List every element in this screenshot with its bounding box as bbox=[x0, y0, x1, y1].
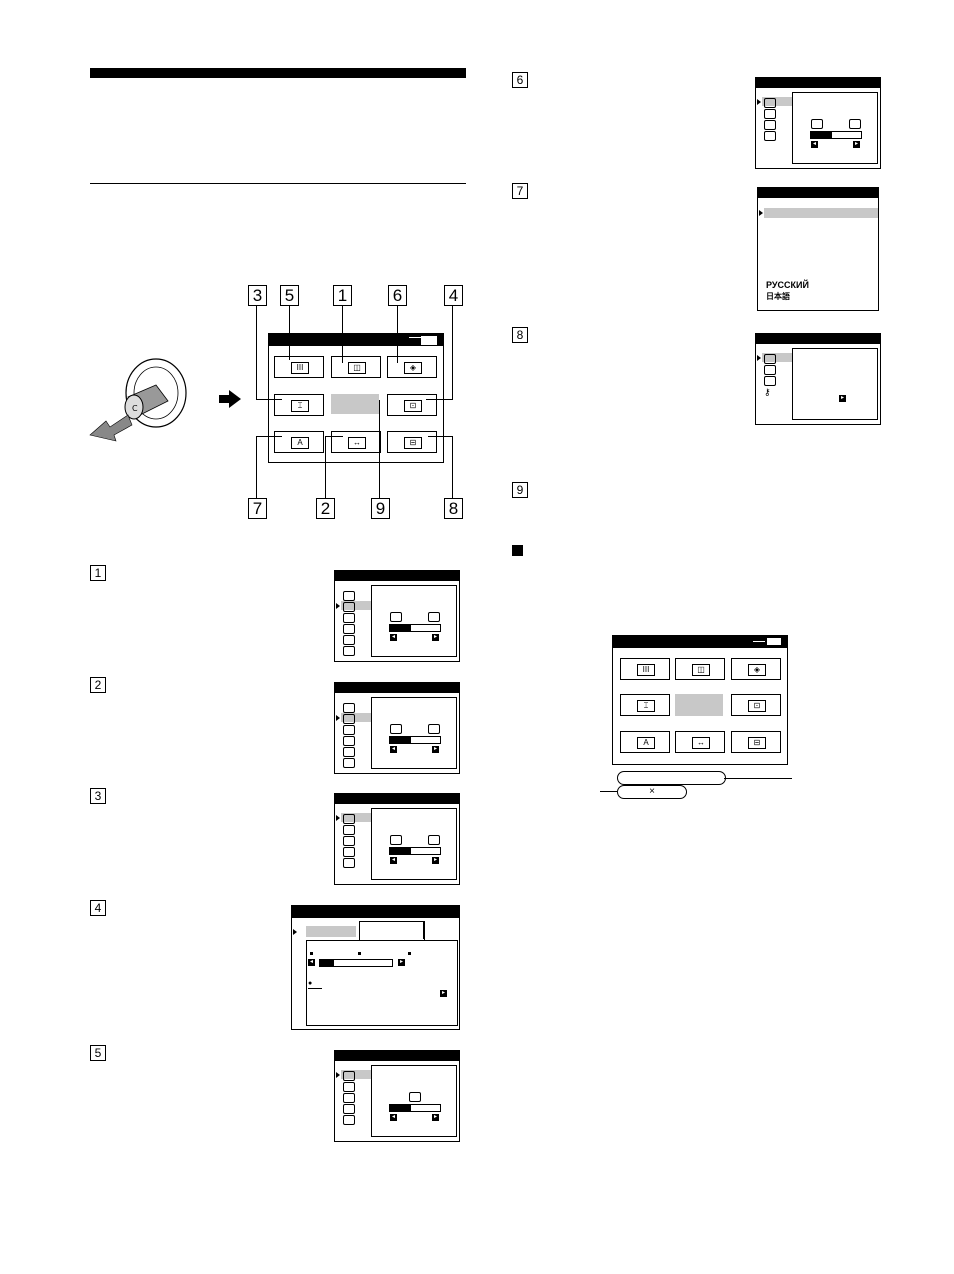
hsize-menu-screen: ◂ ▸ bbox=[334, 682, 460, 774]
cancel-pill[interactable]: × bbox=[617, 785, 687, 799]
color-slider-fill bbox=[320, 960, 335, 966]
key-icon: ⚷ bbox=[764, 387, 771, 397]
item-number-8: 8 bbox=[512, 327, 528, 343]
size-menu-screen: ◂ ▸ bbox=[755, 77, 881, 169]
main-menu-screen-2: III ◫ ◈ ⌶ ⊡ A ↔ ⊟ bbox=[612, 635, 788, 765]
geometry-menu-screen: ◂ ▸ bbox=[334, 793, 460, 885]
menu2-tile-hsize[interactable]: ↔ bbox=[675, 731, 725, 753]
item-number-3: 3 bbox=[90, 788, 106, 804]
color-icon: III bbox=[637, 664, 655, 676]
callout-4: 4 bbox=[444, 285, 463, 306]
option-menu-screen: ⚷ ▸ bbox=[755, 333, 881, 425]
convergence-icon: ⊡ bbox=[404, 400, 422, 412]
menu-tile-exit[interactable] bbox=[331, 394, 379, 414]
color-icon: III bbox=[291, 362, 309, 374]
hsize-icon: ↔ bbox=[692, 737, 710, 749]
menu-tile-center[interactable]: ◫ bbox=[331, 356, 381, 378]
callout-6: 6 bbox=[388, 285, 407, 306]
section-header-bar bbox=[90, 68, 466, 78]
geometry-icon: ⌶ bbox=[291, 400, 309, 412]
callout-5: 5 bbox=[280, 285, 299, 306]
menu-tile-geometry[interactable]: ⌶ bbox=[274, 394, 324, 416]
item-number-2: 2 bbox=[90, 677, 106, 693]
menu-tile-lang[interactable]: A bbox=[274, 431, 324, 453]
menu-tile-option[interactable]: ⊟ bbox=[387, 431, 437, 453]
brightness-slider-fill bbox=[390, 1105, 411, 1111]
item-number-1: 1 bbox=[90, 565, 106, 581]
item-number-9: 9 bbox=[512, 482, 528, 498]
menu2-tile-lang[interactable]: A bbox=[620, 731, 670, 753]
menu2-tile-center[interactable]: ◫ bbox=[675, 658, 725, 680]
svg-text:C: C bbox=[132, 404, 138, 413]
size-slider-fill bbox=[811, 132, 832, 138]
callout-8: 8 bbox=[444, 498, 463, 519]
main-menu-screen: III ◫ ◈ ⌶ ⊡ A ↔ ⊟ bbox=[268, 333, 444, 463]
section-bullet-icon bbox=[512, 545, 523, 556]
item-number-7: 7 bbox=[512, 183, 528, 199]
language-japanese[interactable]: 日本語 bbox=[766, 292, 790, 301]
callout-1: 1 bbox=[333, 285, 352, 306]
callout-3: 3 bbox=[248, 285, 267, 306]
option-icon: ⊟ bbox=[748, 737, 766, 749]
language-russian[interactable]: РУССКИЙ bbox=[766, 280, 809, 290]
callout-7: 7 bbox=[248, 498, 267, 519]
section-divider bbox=[90, 183, 466, 184]
language-selected-row[interactable] bbox=[764, 208, 878, 218]
menu2-tile-exit[interactable] bbox=[675, 694, 723, 716]
hsize-icon: ↔ bbox=[348, 437, 366, 449]
control-button-icon: C bbox=[89, 358, 187, 442]
menu2-tile-geometry[interactable]: ⌶ bbox=[620, 694, 670, 716]
menu-tile-convergence[interactable]: ⊡ bbox=[387, 394, 437, 416]
center-menu-screen: ◂ ▸ bbox=[334, 570, 460, 662]
size-icon: ◈ bbox=[404, 362, 422, 374]
center-icon: ◫ bbox=[348, 362, 366, 374]
menu2-tile-convergence[interactable]: ⊡ bbox=[731, 694, 781, 716]
menu2-tile-color[interactable]: III bbox=[620, 658, 670, 680]
geometry-slider-fill bbox=[390, 848, 411, 854]
lang-icon: A bbox=[637, 737, 655, 749]
menu-tile-hsize[interactable]: ↔ bbox=[331, 431, 381, 453]
brightness-menu-screen: ◂ ▸ bbox=[334, 1050, 460, 1142]
callout-2: 2 bbox=[316, 498, 335, 519]
lang-icon: A bbox=[291, 437, 309, 449]
menu-tile-color[interactable]: III bbox=[274, 356, 324, 378]
language-menu-screen: РУССКИЙ 日本語 bbox=[757, 187, 879, 311]
ok-pill[interactable] bbox=[617, 771, 726, 785]
item-number-5: 5 bbox=[90, 1045, 106, 1061]
item-number-6: 6 bbox=[512, 72, 528, 88]
option-icon: ⊟ bbox=[404, 437, 422, 449]
callout-9: 9 bbox=[371, 498, 390, 519]
color-menu-screen: ◂ ▸ ● ▸ bbox=[291, 905, 460, 1030]
size-icon: ◈ bbox=[748, 664, 766, 676]
center-slider-fill bbox=[390, 625, 411, 631]
hsize-slider-fill bbox=[390, 737, 411, 743]
item-number-4: 4 bbox=[90, 900, 106, 916]
menu-tile-size[interactable]: ◈ bbox=[387, 356, 437, 378]
convergence-icon: ⊡ bbox=[748, 700, 766, 712]
center-icon: ◫ bbox=[692, 664, 710, 676]
geometry-icon: ⌶ bbox=[637, 700, 655, 712]
arrow-right-icon bbox=[219, 390, 241, 408]
menu2-tile-size[interactable]: ◈ bbox=[731, 658, 781, 680]
menu2-tile-option[interactable]: ⊟ bbox=[731, 731, 781, 753]
